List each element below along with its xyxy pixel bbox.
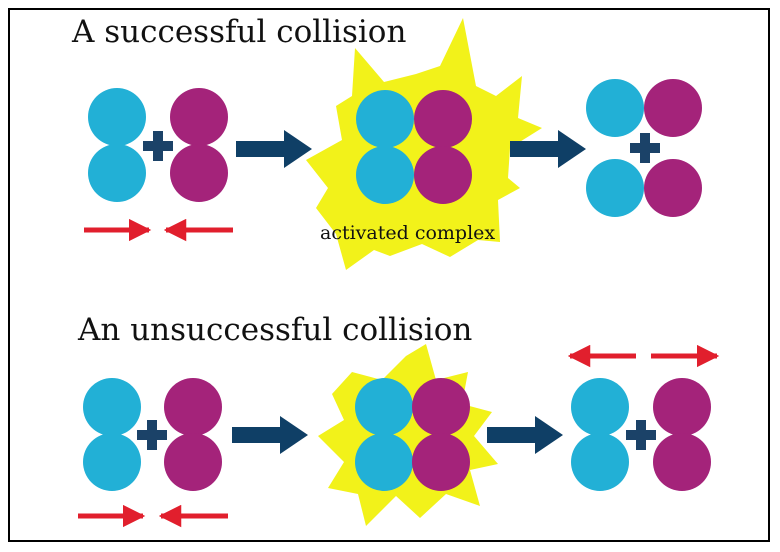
collision-burst [318, 344, 498, 526]
purple-atom [653, 378, 711, 436]
purple-atom [414, 90, 472, 148]
purple-atom [164, 433, 222, 491]
cyan-atom [356, 90, 414, 148]
right-arrow-icon [510, 130, 586, 168]
purple-atom [170, 144, 228, 202]
plus-icon [626, 420, 656, 450]
right-arrow-icon [487, 416, 563, 454]
unsuccessful-reactants [83, 378, 222, 491]
cyan-atom [355, 378, 413, 436]
plus-icon [137, 420, 167, 450]
purple-atom [164, 378, 222, 436]
purple-atom [412, 433, 470, 491]
cyan-atom [571, 378, 629, 436]
cyan-atom [356, 146, 414, 204]
cyan-atom [83, 378, 141, 436]
cyan-atom [586, 159, 644, 217]
purple-atom [653, 433, 711, 491]
unsuccessful-collision-title: An unsuccessful collision [78, 312, 473, 348]
cyan-atom [83, 433, 141, 491]
cyan-atom [88, 88, 146, 146]
purple-atom [644, 79, 702, 137]
starburst-shape [318, 344, 498, 526]
cyan-atom [571, 433, 629, 491]
starburst-shape [306, 18, 542, 270]
right-arrow-icon [232, 416, 308, 454]
purple-atom [170, 88, 228, 146]
activated-complex [306, 18, 542, 270]
purple-atom [644, 159, 702, 217]
plus-icon [630, 133, 660, 163]
plus-icon [143, 131, 173, 161]
successful-reactants [88, 88, 228, 202]
cyan-atom [586, 79, 644, 137]
unsuccessful-products [571, 378, 711, 491]
activated-complex-label: activated complex [320, 222, 496, 244]
purple-atom [414, 146, 472, 204]
successful-collision-title: A successful collision [72, 14, 407, 50]
right-arrow-icon [236, 130, 312, 168]
cyan-atom [355, 433, 413, 491]
successful-products [586, 79, 702, 217]
cyan-atom [88, 144, 146, 202]
purple-atom [412, 378, 470, 436]
